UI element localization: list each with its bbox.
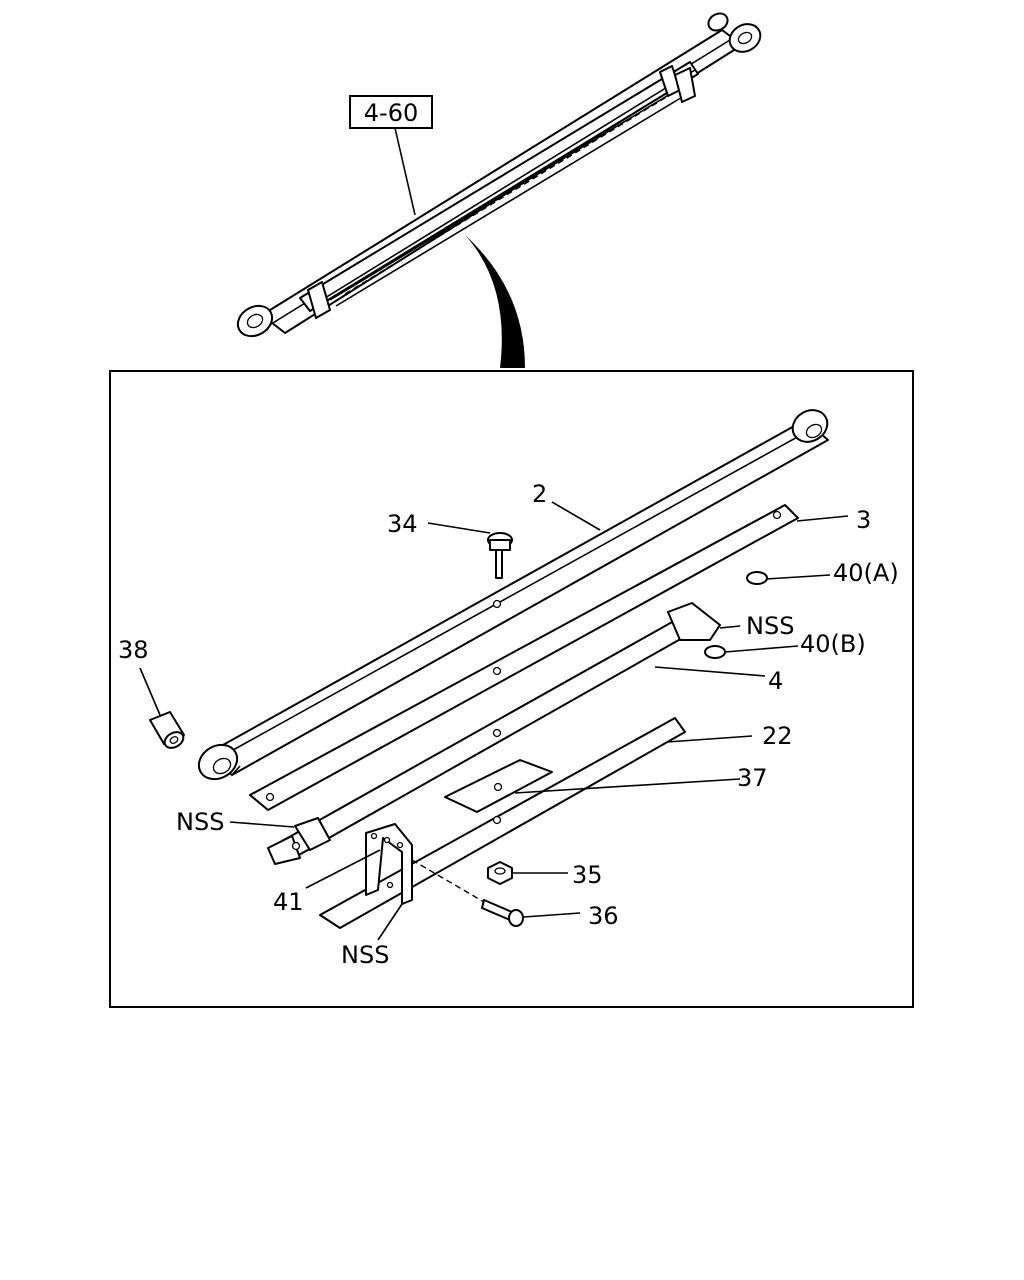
callout-nss-top: NSS bbox=[746, 612, 794, 640]
callout-38: 38 bbox=[118, 636, 149, 664]
callout-nss-left: NSS bbox=[176, 808, 224, 836]
callout-2: 2 bbox=[532, 480, 547, 508]
part-37-spacer-plate bbox=[444, 759, 553, 813]
part-41-bracket bbox=[365, 823, 413, 905]
reference-label: 4-60 bbox=[364, 99, 418, 127]
callout-22: 22 bbox=[762, 722, 793, 750]
assembled-leaf-spring bbox=[236, 12, 762, 338]
callout-37: 37 bbox=[737, 764, 768, 792]
detail-frame bbox=[109, 370, 914, 1008]
part-4-third-leaf bbox=[267, 602, 721, 865]
callout-34: 34 bbox=[387, 510, 418, 538]
reference-box: 4-60 bbox=[349, 95, 433, 216]
callout-40b: 40(B) bbox=[800, 630, 866, 658]
callout-35: 35 bbox=[572, 861, 603, 889]
part-3-second-leaf bbox=[249, 504, 799, 811]
part-40b-pad bbox=[704, 645, 726, 659]
part-35-nut bbox=[487, 861, 513, 885]
callout-labels: 2 3 34 40(A) NSS 40(B) 38 4 22 37 NSS 35… bbox=[118, 480, 899, 969]
part-36-bolt bbox=[411, 859, 524, 927]
callout-36: 36 bbox=[588, 902, 619, 930]
callout-leaders bbox=[139, 501, 849, 941]
callout-41: 41 bbox=[273, 888, 304, 916]
callout-40a: 40(A) bbox=[833, 559, 899, 587]
callout-nss-bottom: NSS bbox=[341, 941, 389, 969]
callout-4: 4 bbox=[768, 667, 783, 695]
detail-pointer-arrow bbox=[465, 235, 525, 368]
callout-3: 3 bbox=[856, 506, 871, 534]
part-40a-pad bbox=[746, 571, 768, 585]
part-2-main-leaf bbox=[197, 409, 829, 781]
part-34-center-bolt bbox=[487, 532, 513, 579]
part-38-bushing bbox=[149, 711, 185, 749]
